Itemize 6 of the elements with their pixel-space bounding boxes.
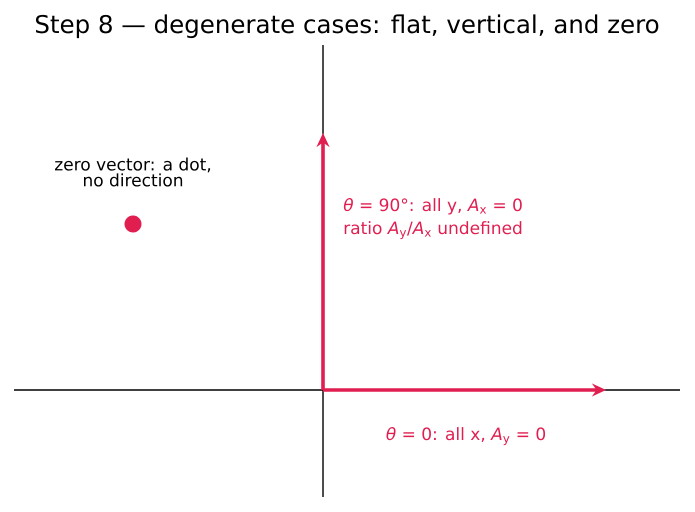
title: Step 8 — degenerate cases: flat, vertical, and zero	[36, 14, 658, 38]
dot-caption: zero vector: a dot, no direction	[55, 157, 210, 187]
vector-label: ratio A$_{y}$/A$_{x}$ undefined	[344, 221, 522, 240]
vector-label: θ = 90°: all y, A$_{x}$ = 0	[344, 198, 522, 215]
vector-label: θ = 0: all x, A$_{y}$ = 0	[386, 426, 546, 446]
dot	[124, 216, 142, 232]
